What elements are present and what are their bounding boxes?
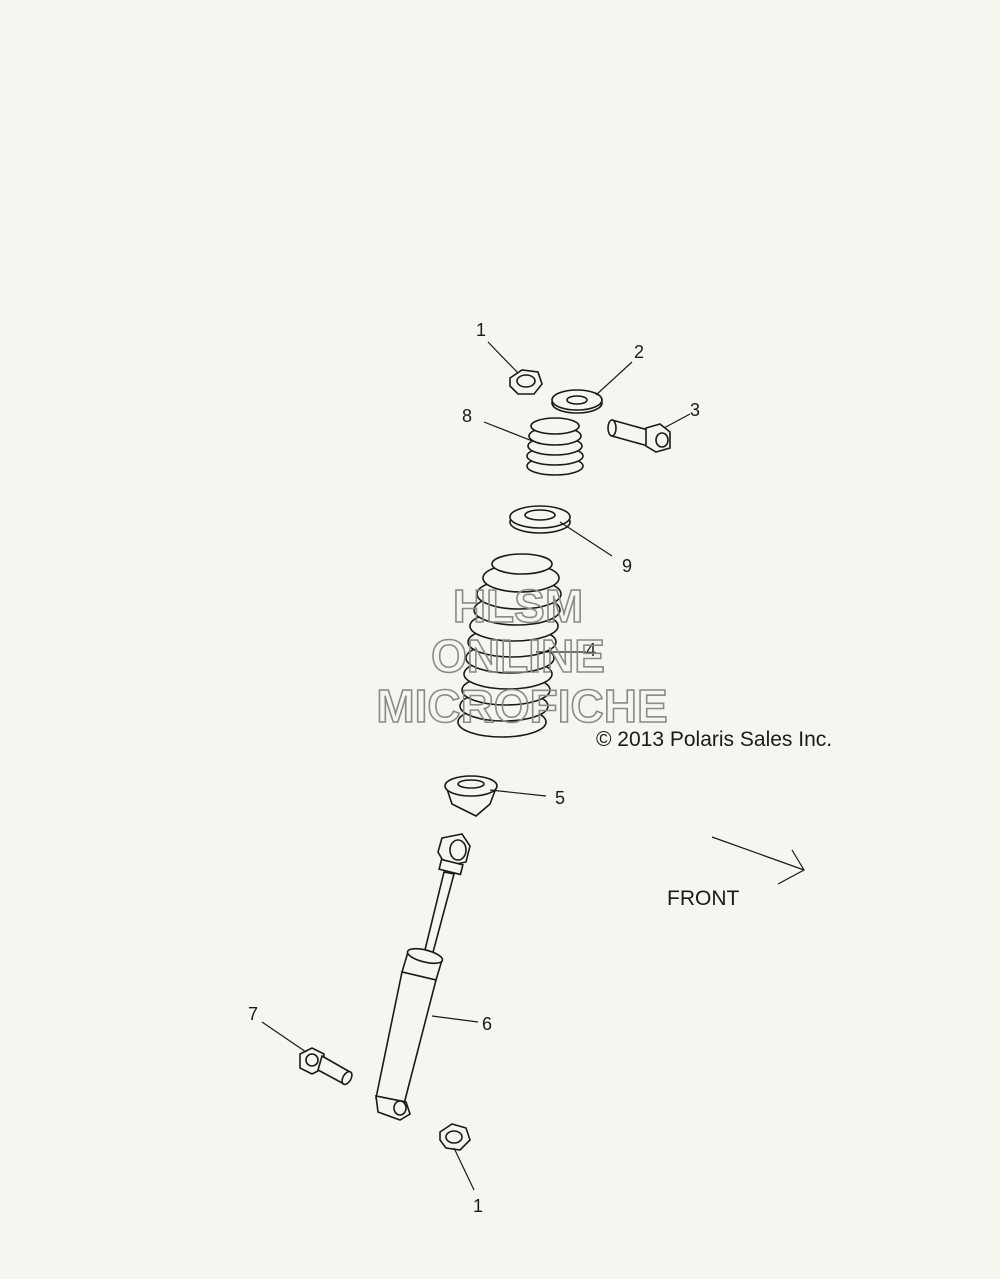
- leader-1-bottom: [453, 1147, 475, 1191]
- leader-1-top: [487, 341, 519, 374]
- callout-9: 9: [622, 556, 632, 576]
- watermark-line3: MICROFICHE: [376, 680, 667, 732]
- leader-2: [595, 361, 633, 396]
- part-retainer[interactable]: [551, 389, 603, 414]
- callout-7: 7: [248, 1004, 258, 1024]
- callout-8: 8: [462, 406, 472, 426]
- watermark-line2: ONLINE: [431, 630, 605, 682]
- callout-3: 3: [690, 400, 700, 420]
- leader-3: [663, 413, 691, 429]
- part-main-spring[interactable]: [457, 553, 562, 738]
- front-label: FRONT: [667, 887, 739, 910]
- part-spring-seat[interactable]: [509, 505, 571, 534]
- part-nut-top[interactable]: [509, 369, 543, 395]
- part-lower-seat[interactable]: [444, 775, 498, 817]
- callout-5: 5: [555, 788, 565, 808]
- leader-8: [483, 421, 541, 445]
- leader-6: [431, 1015, 479, 1023]
- callout-4: 4: [586, 640, 596, 660]
- leader-5: [489, 789, 547, 797]
- part-nut-bottom[interactable]: [439, 1123, 471, 1151]
- part-bolt-upper[interactable]: [607, 418, 671, 453]
- callout-2: 2: [634, 342, 644, 362]
- part-shock-absorber[interactable]: [375, 833, 471, 1121]
- front-arrow-icon: [711, 836, 805, 885]
- leader-9: [559, 521, 613, 557]
- callout-6: 6: [482, 1014, 492, 1034]
- part-small-spring[interactable]: [526, 417, 584, 476]
- copyright-text: © 2013 Polaris Sales Inc.: [596, 728, 832, 751]
- leader-7: [261, 1021, 307, 1053]
- part-bolt-lower[interactable]: [299, 1047, 354, 1086]
- callout-1-top: 1: [476, 320, 486, 340]
- watermark-line1: HLSM: [453, 580, 583, 632]
- callout-1-bottom: 1: [473, 1196, 483, 1216]
